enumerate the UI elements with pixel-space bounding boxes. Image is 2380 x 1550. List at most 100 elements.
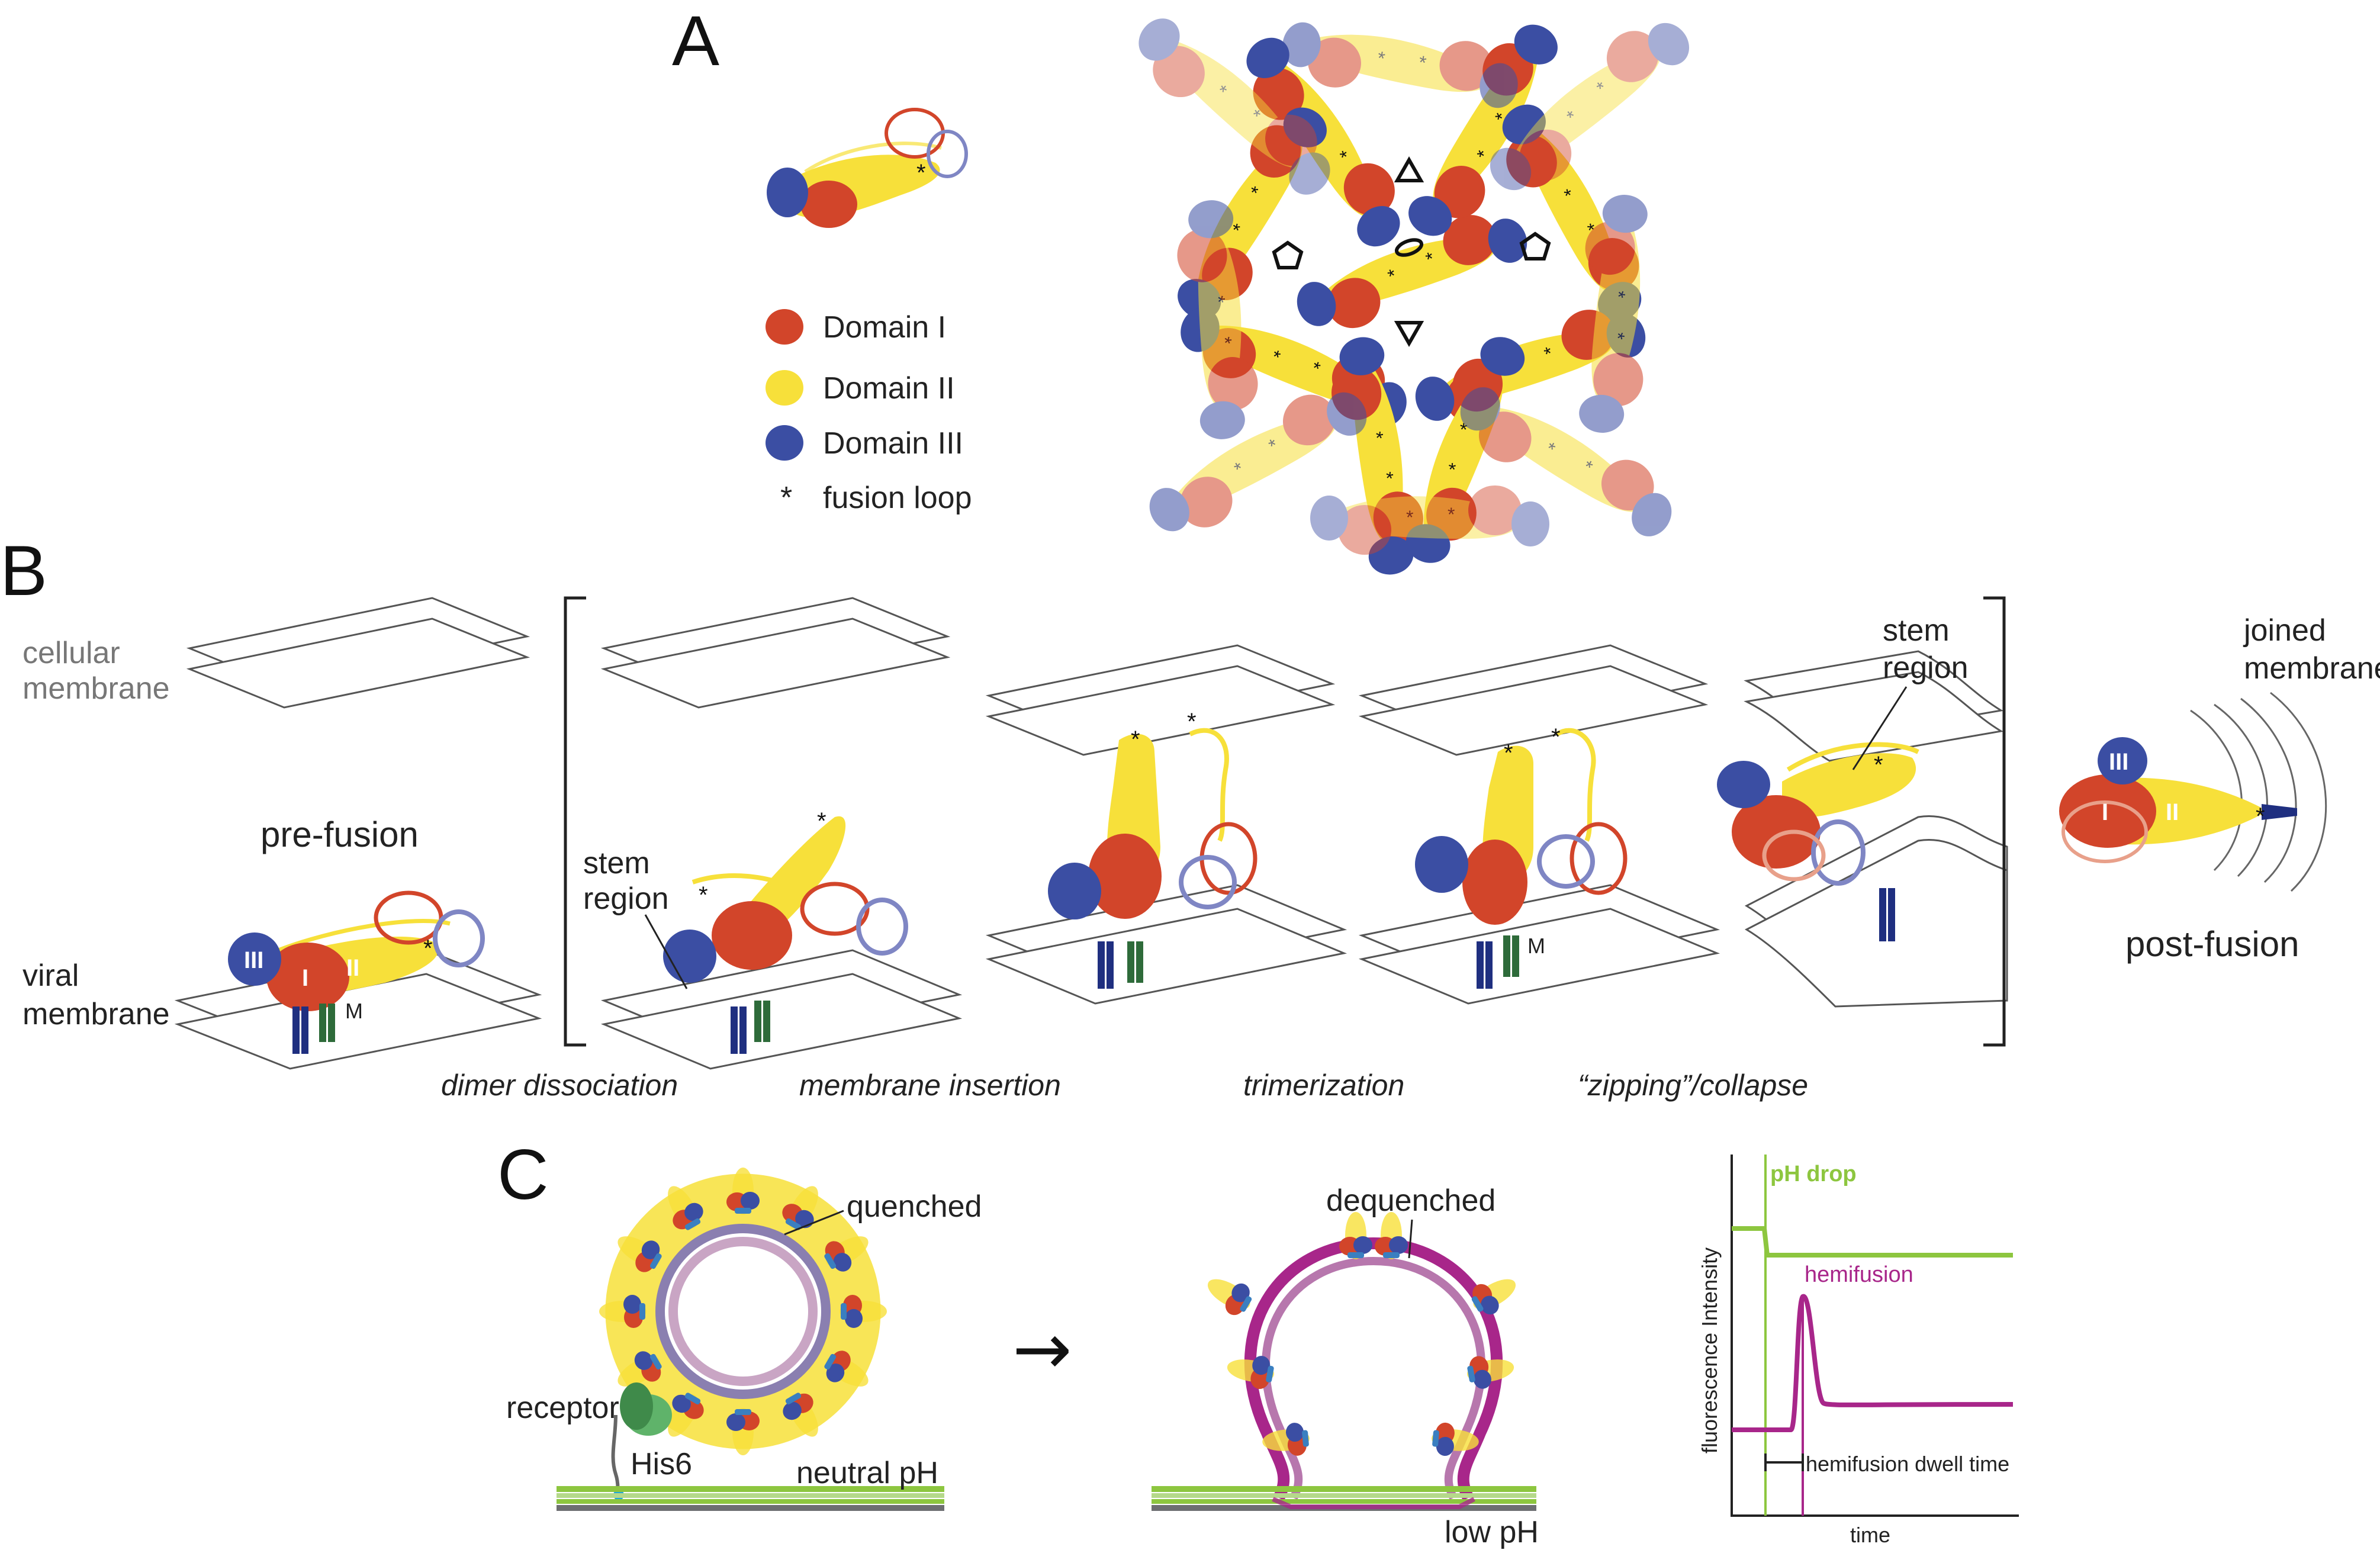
envelope-dimer: ** [1138, 18, 1330, 195]
legend-label-domain2: Domain II [823, 371, 955, 406]
svg-text:*: * [1551, 724, 1561, 750]
legend-swatch-domain1 [766, 309, 803, 345]
step-label-trimerization: trimerization [1243, 1069, 1404, 1102]
svg-text:region: region [583, 882, 669, 916]
fivefold-symbol-left [1272, 240, 1304, 269]
stage-trimerization: * * M [1358, 644, 1720, 1005]
envelope-protein [599, 1295, 647, 1328]
svg-text:*: * [1131, 726, 1140, 753]
envelope-protein [668, 1186, 703, 1230]
svg-text:I: I [302, 965, 308, 991]
svg-text:*: * [916, 160, 926, 186]
envelope-dimer: ** [1490, 22, 1690, 191]
svg-text:I: I [2102, 799, 2108, 825]
envelope-protein [668, 1393, 704, 1437]
legend: Domain I Domain II Domain III * fusion l… [766, 309, 972, 515]
envelope-protein [840, 1295, 887, 1328]
fluorescence-trace-plot: fluorescence Intensity time pH drop hemi… [1697, 1155, 2019, 1547]
receptor-label: receptor [506, 1391, 619, 1425]
envelope-protein [1432, 1422, 1479, 1456]
legend-fusion-loop-symbol: * [780, 481, 792, 515]
envelope-protein [1467, 1356, 1514, 1389]
svg-text:*: * [699, 882, 708, 908]
joined-membrane-label-line2: membrane [2244, 651, 2380, 686]
svg-text:M: M [345, 999, 363, 1023]
receptor-shape-dark [620, 1382, 653, 1430]
svg-text:II: II [346, 955, 359, 981]
bilayer-neutral [557, 1486, 944, 1492]
bilayer-low-ph [1152, 1486, 1536, 1492]
envelope-protein [1471, 1279, 1516, 1315]
svg-text:*: * [1607, 290, 1629, 299]
svg-text:stem: stem [1883, 613, 1950, 648]
svg-text:*: * [1214, 336, 1236, 345]
panel-label-b: B [0, 531, 47, 610]
envelope-dimer: ** [1297, 215, 1527, 329]
twofold-symbol [1394, 238, 1424, 257]
viral-membrane-label-line2: membrane [22, 997, 170, 1031]
plot-xlabel: time [1850, 1523, 1890, 1547]
dequenched-label: dequenched [1326, 1184, 1495, 1218]
legend-swatch-domain2 [766, 370, 803, 406]
svg-text:*: * [1874, 752, 1883, 778]
envelope-protein [1339, 1212, 1372, 1259]
step-label-dimer-dissociation: dimer dissociation [441, 1069, 678, 1102]
legend-label-domain3: Domain III [823, 426, 963, 461]
plot-axes [1731, 1155, 2019, 1517]
neutral-ph-label: neutral pH [796, 1456, 938, 1490]
stage-prefusion: III I II * M pre-fusion [174, 597, 542, 1070]
envelope-dimer: ** [1579, 195, 1648, 433]
envelope-protein [726, 1168, 760, 1215]
svg-text:*: * [2256, 803, 2265, 829]
svg-text:*: * [1187, 709, 1197, 735]
svg-text:III: III [244, 947, 263, 973]
envelope-protein [1227, 1356, 1274, 1390]
svg-text:*: * [1448, 504, 1455, 525]
quenched-label: quenched [847, 1189, 982, 1224]
svg-text:region: region [1883, 651, 1969, 685]
svg-text:*: * [817, 808, 826, 834]
stage-membrane-insertion: * * [985, 644, 1347, 1005]
viral-membrane-label-line1: viral [22, 959, 79, 993]
threefold-symbol-top [1394, 156, 1424, 182]
svg-text:*: * [1376, 47, 1387, 69]
svg-text:*: * [1208, 295, 1230, 304]
virion-surface-illustration: ********************************** [1138, 18, 1690, 575]
svg-text:*: * [1365, 430, 1388, 441]
dwell-time-label: hemifusion dwell time [1806, 1452, 2009, 1476]
transition-arrow: → [1012, 1308, 1072, 1391]
svg-text:II: II [2166, 799, 2179, 825]
legend-swatch-domain3 [766, 425, 803, 461]
his6-label: His6 [631, 1447, 692, 1481]
vesicle-neutral-ph [599, 1168, 887, 1455]
panel-label-c: C [497, 1135, 549, 1214]
bracket-right [1983, 596, 2006, 1047]
envelope-dimer: ** [1310, 485, 1549, 555]
hemifusion-trace [1732, 1294, 2014, 1432]
envelope-dimer: ** [1177, 200, 1258, 439]
cellular-membrane-label-line1: cellular [22, 636, 120, 670]
envelope-protein [824, 1350, 869, 1387]
envelope-protein [783, 1393, 818, 1437]
svg-text:*: * [1406, 507, 1413, 528]
envelope-dimer: ** [1282, 22, 1518, 108]
stage-zipping-collapse: * stem region [1717, 613, 2008, 1008]
stage-postfusion: I II III * joined membrane post-fusion [2059, 613, 2380, 964]
stage-dimer-dissociation: * * stem region [583, 597, 963, 1070]
svg-text:*: * [423, 935, 433, 961]
plot-ylabel: fluorescence Intensity [1697, 1247, 1722, 1453]
bracket-left [564, 596, 586, 1047]
postfusion-label: post-fusion [2125, 924, 2299, 964]
envelope-protein [726, 1408, 760, 1455]
threefold-symbol-bottom [1394, 321, 1424, 348]
legend-label-domain1: Domain I [823, 310, 946, 345]
envelope-protein [1375, 1212, 1408, 1259]
fivefold-symbol-right [1519, 231, 1551, 261]
envelope-protein [617, 1351, 662, 1387]
envelope-dimer: ** [1460, 387, 1672, 536]
svg-text:*: * [1607, 331, 1629, 340]
svg-text:M: M [1527, 934, 1545, 958]
ph-drop-label: pH drop [1770, 1162, 1857, 1186]
envelope-protein [1262, 1423, 1310, 1456]
step-label-zipping-collapse: “zipping”/collapse [1578, 1069, 1808, 1102]
